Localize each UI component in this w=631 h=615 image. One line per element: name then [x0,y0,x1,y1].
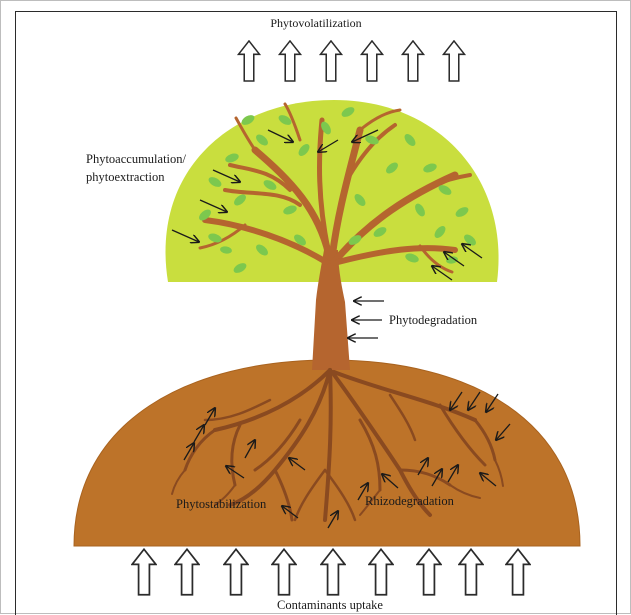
up-arrow-icon [224,549,248,595]
contaminants-uptake-label: Contaminants uptake [277,598,383,612]
up-arrow-icon [369,549,393,595]
up-arrow-icon [280,41,301,81]
up-arrow-icon [459,549,483,595]
phytostabilization-label: Phytostabilization [176,497,267,511]
volatilization-arrows [239,41,465,81]
up-arrow-icon [321,549,345,595]
up-arrow-icon [272,549,296,595]
phytovolatilization-label: Phytovolatilization [270,16,361,30]
up-arrow-icon [417,549,441,595]
up-arrow-icon [321,41,342,81]
up-arrow-icon [132,549,156,595]
up-arrow-icon [239,41,260,81]
up-arrow-icon [506,549,530,595]
uptake-arrows [132,549,530,595]
phytoextraction-label: phytoextraction [86,170,165,184]
up-arrow-icon [403,41,424,81]
phytoaccumulation-label: Phytoaccumulation/ [86,152,187,166]
phytodegradation-label: Phytodegradation [389,313,478,327]
rhizodegradation-label: Rhizodegradation [365,494,455,508]
up-arrow-icon [444,41,465,81]
up-arrow-icon [175,549,199,595]
degradation-arrows [348,301,384,338]
up-arrow-icon [362,41,383,81]
